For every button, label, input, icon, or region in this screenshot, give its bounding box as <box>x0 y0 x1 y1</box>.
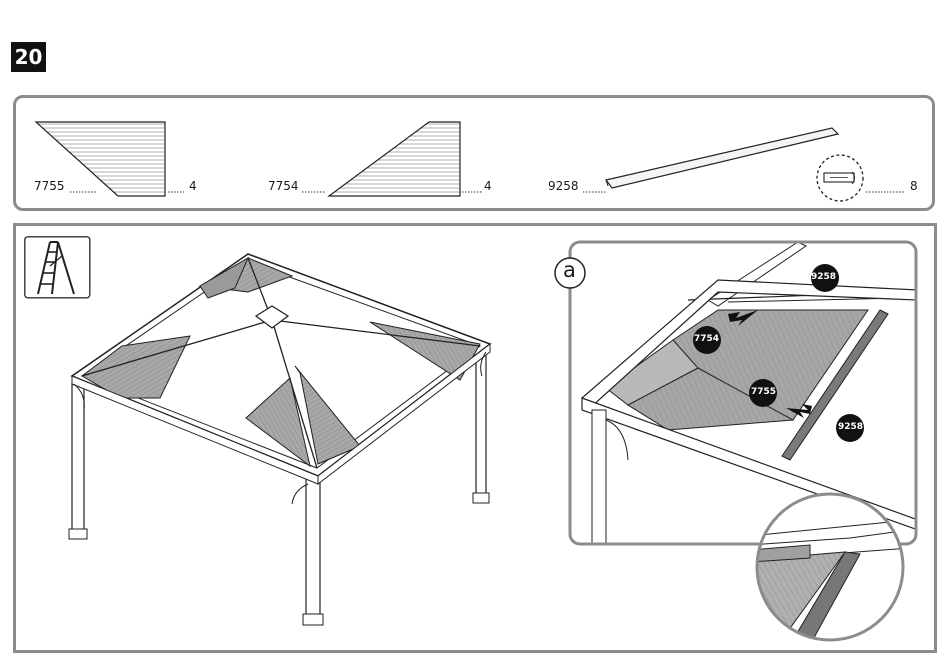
callout-7754: 7754 <box>694 334 719 344</box>
strip-9258-illustration <box>600 124 845 194</box>
qty-leader-line <box>302 190 332 194</box>
zoom-detail-circle <box>750 490 910 645</box>
part-code-7754: 7754 <box>268 179 299 193</box>
connector-clip-icon <box>812 152 868 204</box>
qty-leader-line <box>866 190 906 194</box>
detail-label-a: a <box>563 258 576 282</box>
callout-9258-top: 9258 <box>811 272 836 282</box>
roof-panel-7754-illustration <box>325 118 465 198</box>
part-code-7755: 7755 <box>34 179 65 193</box>
part-qty-7754: 4 <box>484 179 492 193</box>
callout-9258-right: 9258 <box>838 422 863 432</box>
part-qty-clip: 8 <box>910 179 918 193</box>
part-qty-7755: 4 <box>189 179 197 193</box>
part-code-9258: 9258 <box>548 179 579 193</box>
step-number-badge: 20 <box>11 42 46 72</box>
callout-7755: 7755 <box>751 387 776 397</box>
gazebo-illustration <box>60 248 500 633</box>
qty-leader-line <box>168 190 188 194</box>
qty-leader-line <box>462 190 486 194</box>
qty-leader-line <box>70 190 100 194</box>
